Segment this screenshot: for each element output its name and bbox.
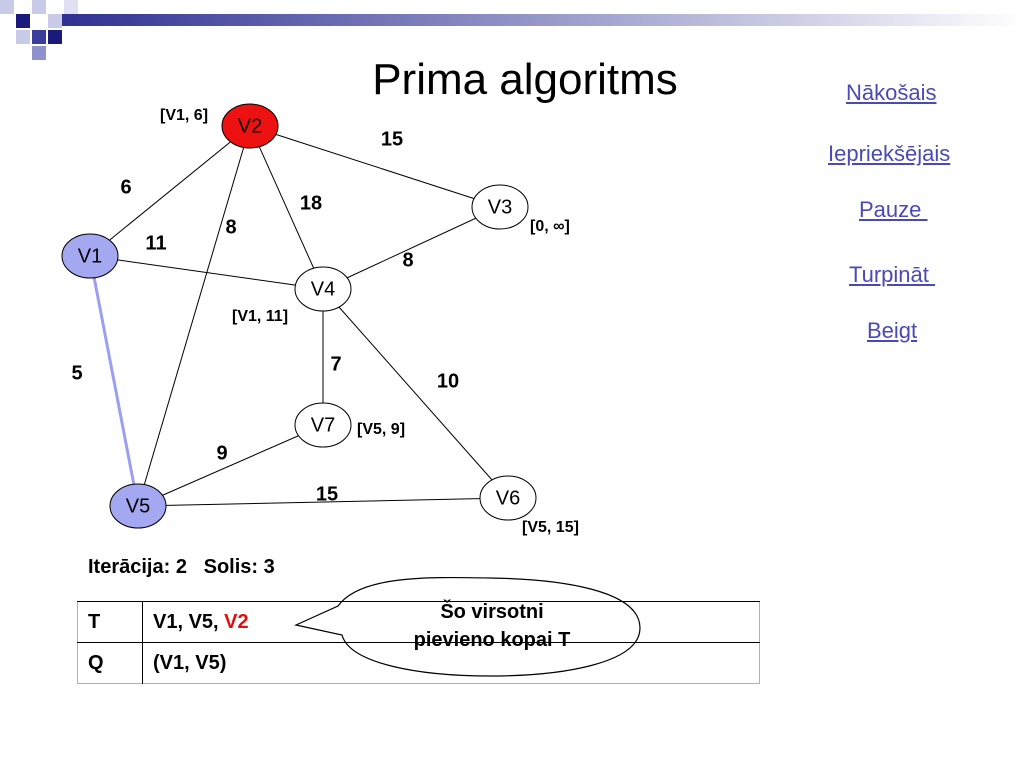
vertex-label: V4 xyxy=(311,278,335,300)
edge-weight-label: 6 xyxy=(120,176,131,198)
vertex-circle xyxy=(221,103,279,149)
edge-weight-label: 18 xyxy=(300,192,322,214)
edge-weight-label: 9 xyxy=(216,442,227,464)
edge-v1-v4 xyxy=(89,255,324,290)
pause-link[interactable]: Pauze xyxy=(859,197,928,222)
vertex-circle xyxy=(61,233,119,279)
table-row-t: T V1, V5, V2 xyxy=(77,601,760,643)
vertex-key-label: [V5, 9] xyxy=(357,421,405,438)
row-value: (V1, V5) xyxy=(142,642,760,684)
edge-weight-label: 15 xyxy=(381,128,403,150)
callout-line: Šo virsotni xyxy=(440,601,544,623)
row-value-text: V1, V5, xyxy=(153,610,225,633)
vertex-label: V7 xyxy=(311,414,335,436)
edge-v1-v2 xyxy=(89,125,251,257)
vertex-v5: V5 xyxy=(109,483,167,529)
edge-v2-v5 xyxy=(137,125,251,507)
table-row-q: Q (V1, V5) xyxy=(77,642,760,684)
row-value-highlight: V2 xyxy=(224,610,249,633)
vertex-label: V1 xyxy=(78,245,102,267)
vertex-label: V3 xyxy=(488,196,512,218)
continue-link[interactable]: Turpināt xyxy=(849,262,936,287)
edge-v2-v4 xyxy=(249,125,324,290)
edge-weight-label: 7 xyxy=(330,353,341,375)
corner-decoration xyxy=(0,0,1024,60)
vertex-key-label: [V5, 15] xyxy=(522,519,579,536)
vertex-key-label: [0, ∞] xyxy=(530,218,570,235)
vertex-label: V2 xyxy=(238,115,262,137)
row-key: T xyxy=(77,601,143,643)
edge-v3-v4 xyxy=(322,206,501,290)
vertex-label: V6 xyxy=(496,487,520,509)
sets-table: T V1, V5, V2 Q (V1, V5) xyxy=(77,601,760,684)
edge-weight-label: 5 xyxy=(71,362,82,384)
end-link[interactable]: Beigt xyxy=(867,318,918,343)
vertex-circle xyxy=(109,483,167,529)
callout-text: Šo virsotni pievieno kopai T xyxy=(362,598,622,654)
step-label: Solis: 3 xyxy=(203,556,275,578)
edge-v2-v3 xyxy=(249,125,501,208)
vertex-label: V5 xyxy=(126,495,150,517)
vertex-key-label: [V1, 6] xyxy=(160,107,208,124)
vertex-circle xyxy=(479,475,537,521)
row-value: V1, V5, V2 xyxy=(142,601,760,643)
edge-v4-v6 xyxy=(322,288,509,499)
next-link[interactable]: Nākošais xyxy=(846,80,937,105)
vertex-v4: V4 xyxy=(294,266,352,312)
page-title: Prima algoritms xyxy=(372,55,678,104)
edge-weight-label: 8 xyxy=(225,216,236,238)
vertex-v7: V7 xyxy=(294,402,352,448)
edge-v5-v7 xyxy=(137,424,324,507)
iteration-label: Iterācija: 2 xyxy=(88,556,187,578)
vertex-circle xyxy=(471,184,529,230)
edge-weight-label: 11 xyxy=(145,232,166,254)
vertex-circle xyxy=(294,266,352,312)
edge-v1-v5 xyxy=(88,255,140,507)
vertex-v2: V2 xyxy=(221,103,279,149)
previous-link[interactable]: Iepriekšējais xyxy=(828,141,951,166)
iteration-status: Iterācija: 2 Solis: 3 xyxy=(88,556,275,579)
edge-weight-label: 10 xyxy=(437,370,459,392)
row-value-text: (V1, V5) xyxy=(153,651,227,674)
edge-v5-v6 xyxy=(137,497,509,507)
vertex-v6: V6 xyxy=(479,475,537,521)
vertex-v3: V3 xyxy=(471,184,529,230)
vertex-key-label: [V1, 11] xyxy=(232,308,288,325)
edge-weight-label: 15 xyxy=(316,483,338,505)
callout-line: pievieno kopai T xyxy=(413,629,571,651)
edge-weight-label: 8 xyxy=(402,249,413,271)
vertex-circle xyxy=(294,402,352,448)
vertex-v1: V1 xyxy=(61,233,119,279)
row-key: Q xyxy=(77,642,143,684)
